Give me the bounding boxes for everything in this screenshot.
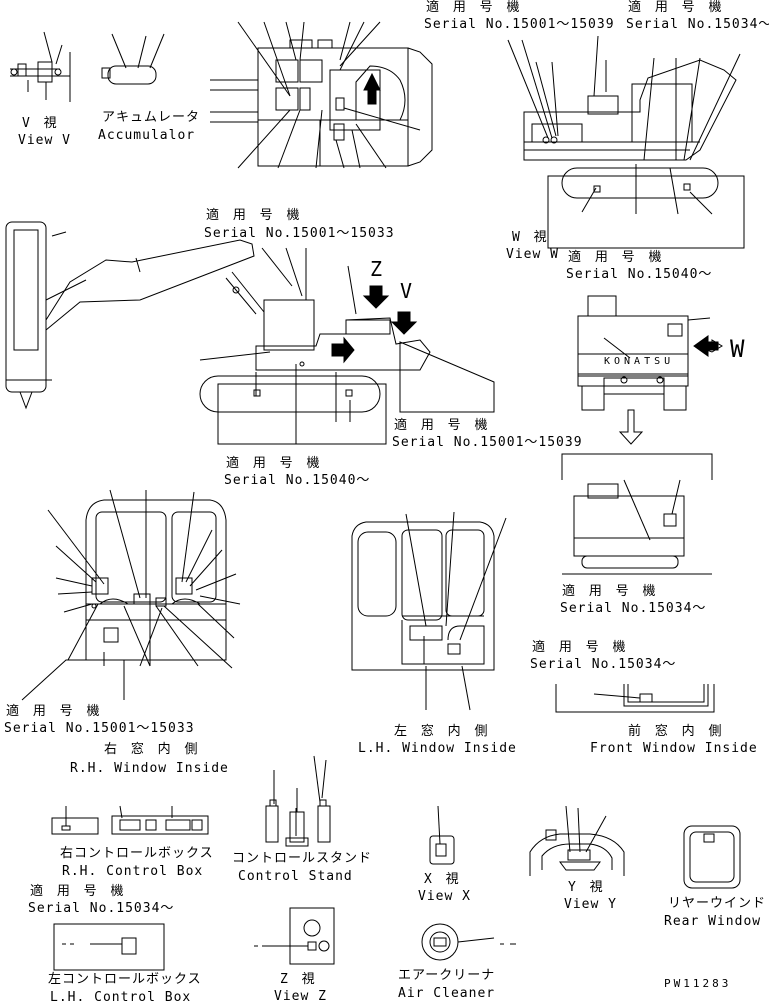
serial-15034-up-c: Serial No.15034～ [530, 657, 677, 672]
lh-control-box-label-en: L.H. Control Box [50, 990, 192, 1005]
machine-side-view-w [508, 36, 744, 248]
rh-window-label-jp: 右 窓 内 側 [104, 742, 201, 757]
lh-window-inside-figure [352, 512, 506, 710]
applicable-label-3: 適 用 号 機 [206, 208, 303, 223]
machine-top-plan [210, 22, 432, 168]
applicable-label-6: 適 用 号 機 [226, 456, 323, 471]
serial-15001-15033-b: Serial No.15001～15033 [4, 721, 195, 736]
view-w-label-en: View W [506, 247, 559, 262]
air-cleaner-figure [422, 924, 516, 960]
view-z-label-jp: Z 視 [280, 972, 318, 987]
view-y-label-en: View Y [564, 897, 617, 912]
applicable-label-1: 適 用 号 機 [426, 0, 523, 15]
rh-control-box-label-en: R.H. Control Box [62, 864, 204, 879]
konatsu-logo-text: KONATSU [604, 356, 675, 367]
accumulator-label-en: Accumulalor [98, 128, 196, 143]
rh-control-box-figure [52, 806, 208, 834]
machine-detail-box [562, 454, 712, 574]
view-v-label-en: View V [18, 133, 71, 148]
serial-15040-up-b: Serial No.15040～ [224, 473, 371, 488]
view-z-label-en: View Z [274, 989, 327, 1004]
serial-15001-15039-a: Serial No.15001～15039 [424, 17, 615, 32]
view-v-label-jp: V 視 [22, 116, 60, 131]
rear-window-label-en: Rear Window [664, 914, 762, 929]
front-window-label-jp: 前 窓 内 側 [628, 724, 725, 739]
lh-window-label-en: L.H. Window Inside [358, 741, 517, 756]
letter-z-marker: Z [370, 257, 384, 281]
letter-v-marker: V [400, 279, 414, 303]
applicable-label-5: 適 用 号 機 [394, 418, 491, 433]
serial-15001-15039-b: Serial No.15001～15039 [392, 435, 583, 450]
front-window-inside-figure [556, 684, 714, 712]
serial-15034-up-d: Serial No.15034～ [28, 901, 175, 916]
control-stand-label-en: Control Stand [238, 869, 353, 884]
rear-window-label-jp: リヤーウインド [668, 896, 767, 911]
accumulator-label-jp: アキュムレータ [102, 110, 201, 125]
view-w-label-jp: W 視 [512, 230, 550, 245]
applicable-label-4: 適 用 号 機 [568, 250, 665, 265]
applicable-label-8: 適 用 号 機 [532, 640, 629, 655]
front-window-label-en: Front Window Inside [590, 741, 758, 756]
lh-window-label-jp: 左 窓 内 側 [394, 724, 491, 739]
serial-15040-up-a: Serial No.15040～ [566, 267, 713, 282]
air-cleaner-label-jp: エアークリーナ [398, 968, 496, 983]
lh-control-box-figure [54, 924, 164, 970]
drawing-number: PW11283 [664, 977, 732, 990]
rh-window-inside-figure [22, 490, 240, 700]
control-stand-figure [266, 756, 330, 846]
serial-15001-15033-a: Serial No.15001～15033 [204, 226, 395, 241]
view-z-figure [254, 908, 334, 964]
view-y-label-jp: Y 視 [568, 880, 606, 895]
serial-15034-up-b: Serial No.15034～ [560, 601, 707, 616]
air-cleaner-label-en: Air Cleaner [398, 986, 496, 1001]
serial-15034-up-a: Serial No.15034～ [626, 17, 769, 32]
machine-front-view [578, 296, 722, 444]
applicable-label-9: 適 用 号 機 [6, 704, 103, 719]
view-x-label-jp: X 視 [424, 872, 462, 887]
letter-w-marker: W [730, 335, 746, 363]
applicable-label-10: 適 用 号 機 [30, 884, 127, 899]
applicable-label-7: 適 用 号 機 [562, 584, 659, 599]
view-v-figure [10, 32, 70, 102]
view-y-figure [530, 806, 624, 876]
rh-control-box-label-jp: 右コントロールボックス [60, 846, 214, 861]
view-x-label-en: View X [418, 889, 471, 904]
applicable-label-2: 適 用 号 機 [628, 0, 725, 15]
control-stand-label-jp: コントロールスタンド [232, 851, 373, 866]
rear-window-figure [684, 826, 740, 888]
view-x-figure [430, 806, 454, 864]
lh-control-box-label-jp: 左コントロールボックス [48, 972, 202, 987]
accumulator-figure [102, 34, 164, 84]
machine-main-side-view [6, 222, 494, 444]
rh-window-label-en: R.H. Window Inside [70, 761, 229, 776]
